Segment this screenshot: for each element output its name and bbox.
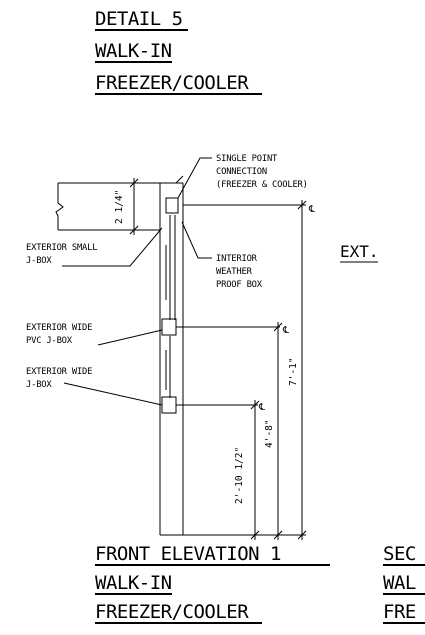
dim-text-4-8: 4'-8" xyxy=(264,419,275,448)
dim-tick-2-10-bottom xyxy=(250,530,260,540)
label-single-point: SINGLE POINT CONNECTION (FREEZER & COOLE… xyxy=(177,154,308,199)
exterior-wide-line-1: EXTERIOR WIDE xyxy=(26,367,92,377)
section-title: SEC xyxy=(383,543,416,565)
exterior-small-line-2: J-BOX xyxy=(26,256,52,266)
interior-box-line-3: PROOF BOX xyxy=(216,280,263,290)
dim-text-2-1-4: 2 1/4" xyxy=(114,190,125,224)
wall-panel xyxy=(55,175,184,536)
exterior-wide-pvc-line-2: PVC J-BOX xyxy=(26,336,73,346)
dim-tick-2-1-4-bottom xyxy=(129,225,139,235)
exterior-wide-pvc-jbox xyxy=(161,318,177,336)
ext-label: EXT. xyxy=(340,242,379,261)
single-point-line-2: CONNECTION xyxy=(216,167,267,177)
detail-title: DETAIL 5 xyxy=(95,8,183,30)
ext-label-group: EXT. xyxy=(340,242,379,263)
centerline-mark-2-10: ℄ xyxy=(258,402,266,413)
detail-subtitle-1: WALK-IN xyxy=(95,40,172,62)
label-interior-box: INTERIOR WEATHER PROOF BOX xyxy=(181,221,263,290)
centerline-mark-7-1: ℄ xyxy=(308,204,316,215)
exterior-small-line-1: EXTERIOR SMALL xyxy=(26,243,97,253)
front-elevation-subtitle-1: WALK-IN xyxy=(95,572,172,594)
detail-title-block: DETAIL 5 WALK-IN FREEZER/COOLER xyxy=(95,8,262,95)
leader-exterior-wide xyxy=(63,382,163,406)
centerline-mark-4-8: ℄ xyxy=(282,325,290,336)
leader-exterior-wide-pvc xyxy=(97,329,163,346)
section-title-block: SEC WAL FRE xyxy=(383,543,425,624)
exterior-wide-line-2: J-BOX xyxy=(26,380,52,390)
leader-exterior-small xyxy=(62,227,163,267)
single-point-line-1: SINGLE POINT xyxy=(216,154,278,164)
label-exterior-small: EXTERIOR SMALL J-BOX xyxy=(26,227,163,267)
dimension-7-1: 7'-1" ℄ xyxy=(288,200,316,540)
single-point-connection-box xyxy=(165,197,179,214)
exterior-wide-pvc-line-1: EXTERIOR WIDE xyxy=(26,323,92,333)
label-exterior-wide-pvc: EXTERIOR WIDE PVC J-BOX xyxy=(26,323,163,346)
dim-tick-2-10-top xyxy=(250,400,260,410)
leader-single-point xyxy=(177,157,212,199)
dim-tick-4-8-top xyxy=(273,322,283,332)
dimension-2-10: 2'-10 1/2" ℄ xyxy=(234,400,266,540)
section-subtitle-2: FRE xyxy=(383,601,416,623)
dim-text-7-1: 7'-1" xyxy=(288,357,299,386)
break-line xyxy=(55,183,64,230)
section-subtitle-1: WAL xyxy=(383,572,416,594)
dim-tick-4-8-bottom xyxy=(273,530,283,540)
dim-tick-2-1-4-top xyxy=(129,178,139,188)
dim-text-2-10: 2'-10 1/2" xyxy=(234,447,245,504)
exterior-wide-jbox xyxy=(161,396,177,414)
interior-box-line-1: INTERIOR xyxy=(216,254,258,264)
front-elevation-title-block: FRONT ELEVATION 1 WALK-IN FREEZER/COOLER xyxy=(95,543,330,624)
front-elevation-title: FRONT ELEVATION 1 xyxy=(95,543,281,565)
single-point-line-3: (FREEZER & COOLER) xyxy=(216,180,308,190)
conduit-runs xyxy=(165,215,176,398)
label-exterior-wide: EXTERIOR WIDE J-BOX xyxy=(26,367,163,406)
wall-corner-tick xyxy=(175,175,184,184)
dim-tick-7-1-top xyxy=(297,200,307,210)
interior-box-line-2: WEATHER xyxy=(216,267,253,277)
dim-tick-7-1-bottom xyxy=(297,530,307,540)
detail-subtitle-2: FREEZER/COOLER xyxy=(95,72,249,94)
leader-interior-box xyxy=(181,221,212,259)
extension-lines xyxy=(176,204,306,536)
dimension-top: 2 1/4" xyxy=(114,178,139,235)
front-elevation-subtitle-2: FREEZER/COOLER xyxy=(95,601,249,623)
dimension-4-8: 4'-8" ℄ xyxy=(264,322,290,540)
